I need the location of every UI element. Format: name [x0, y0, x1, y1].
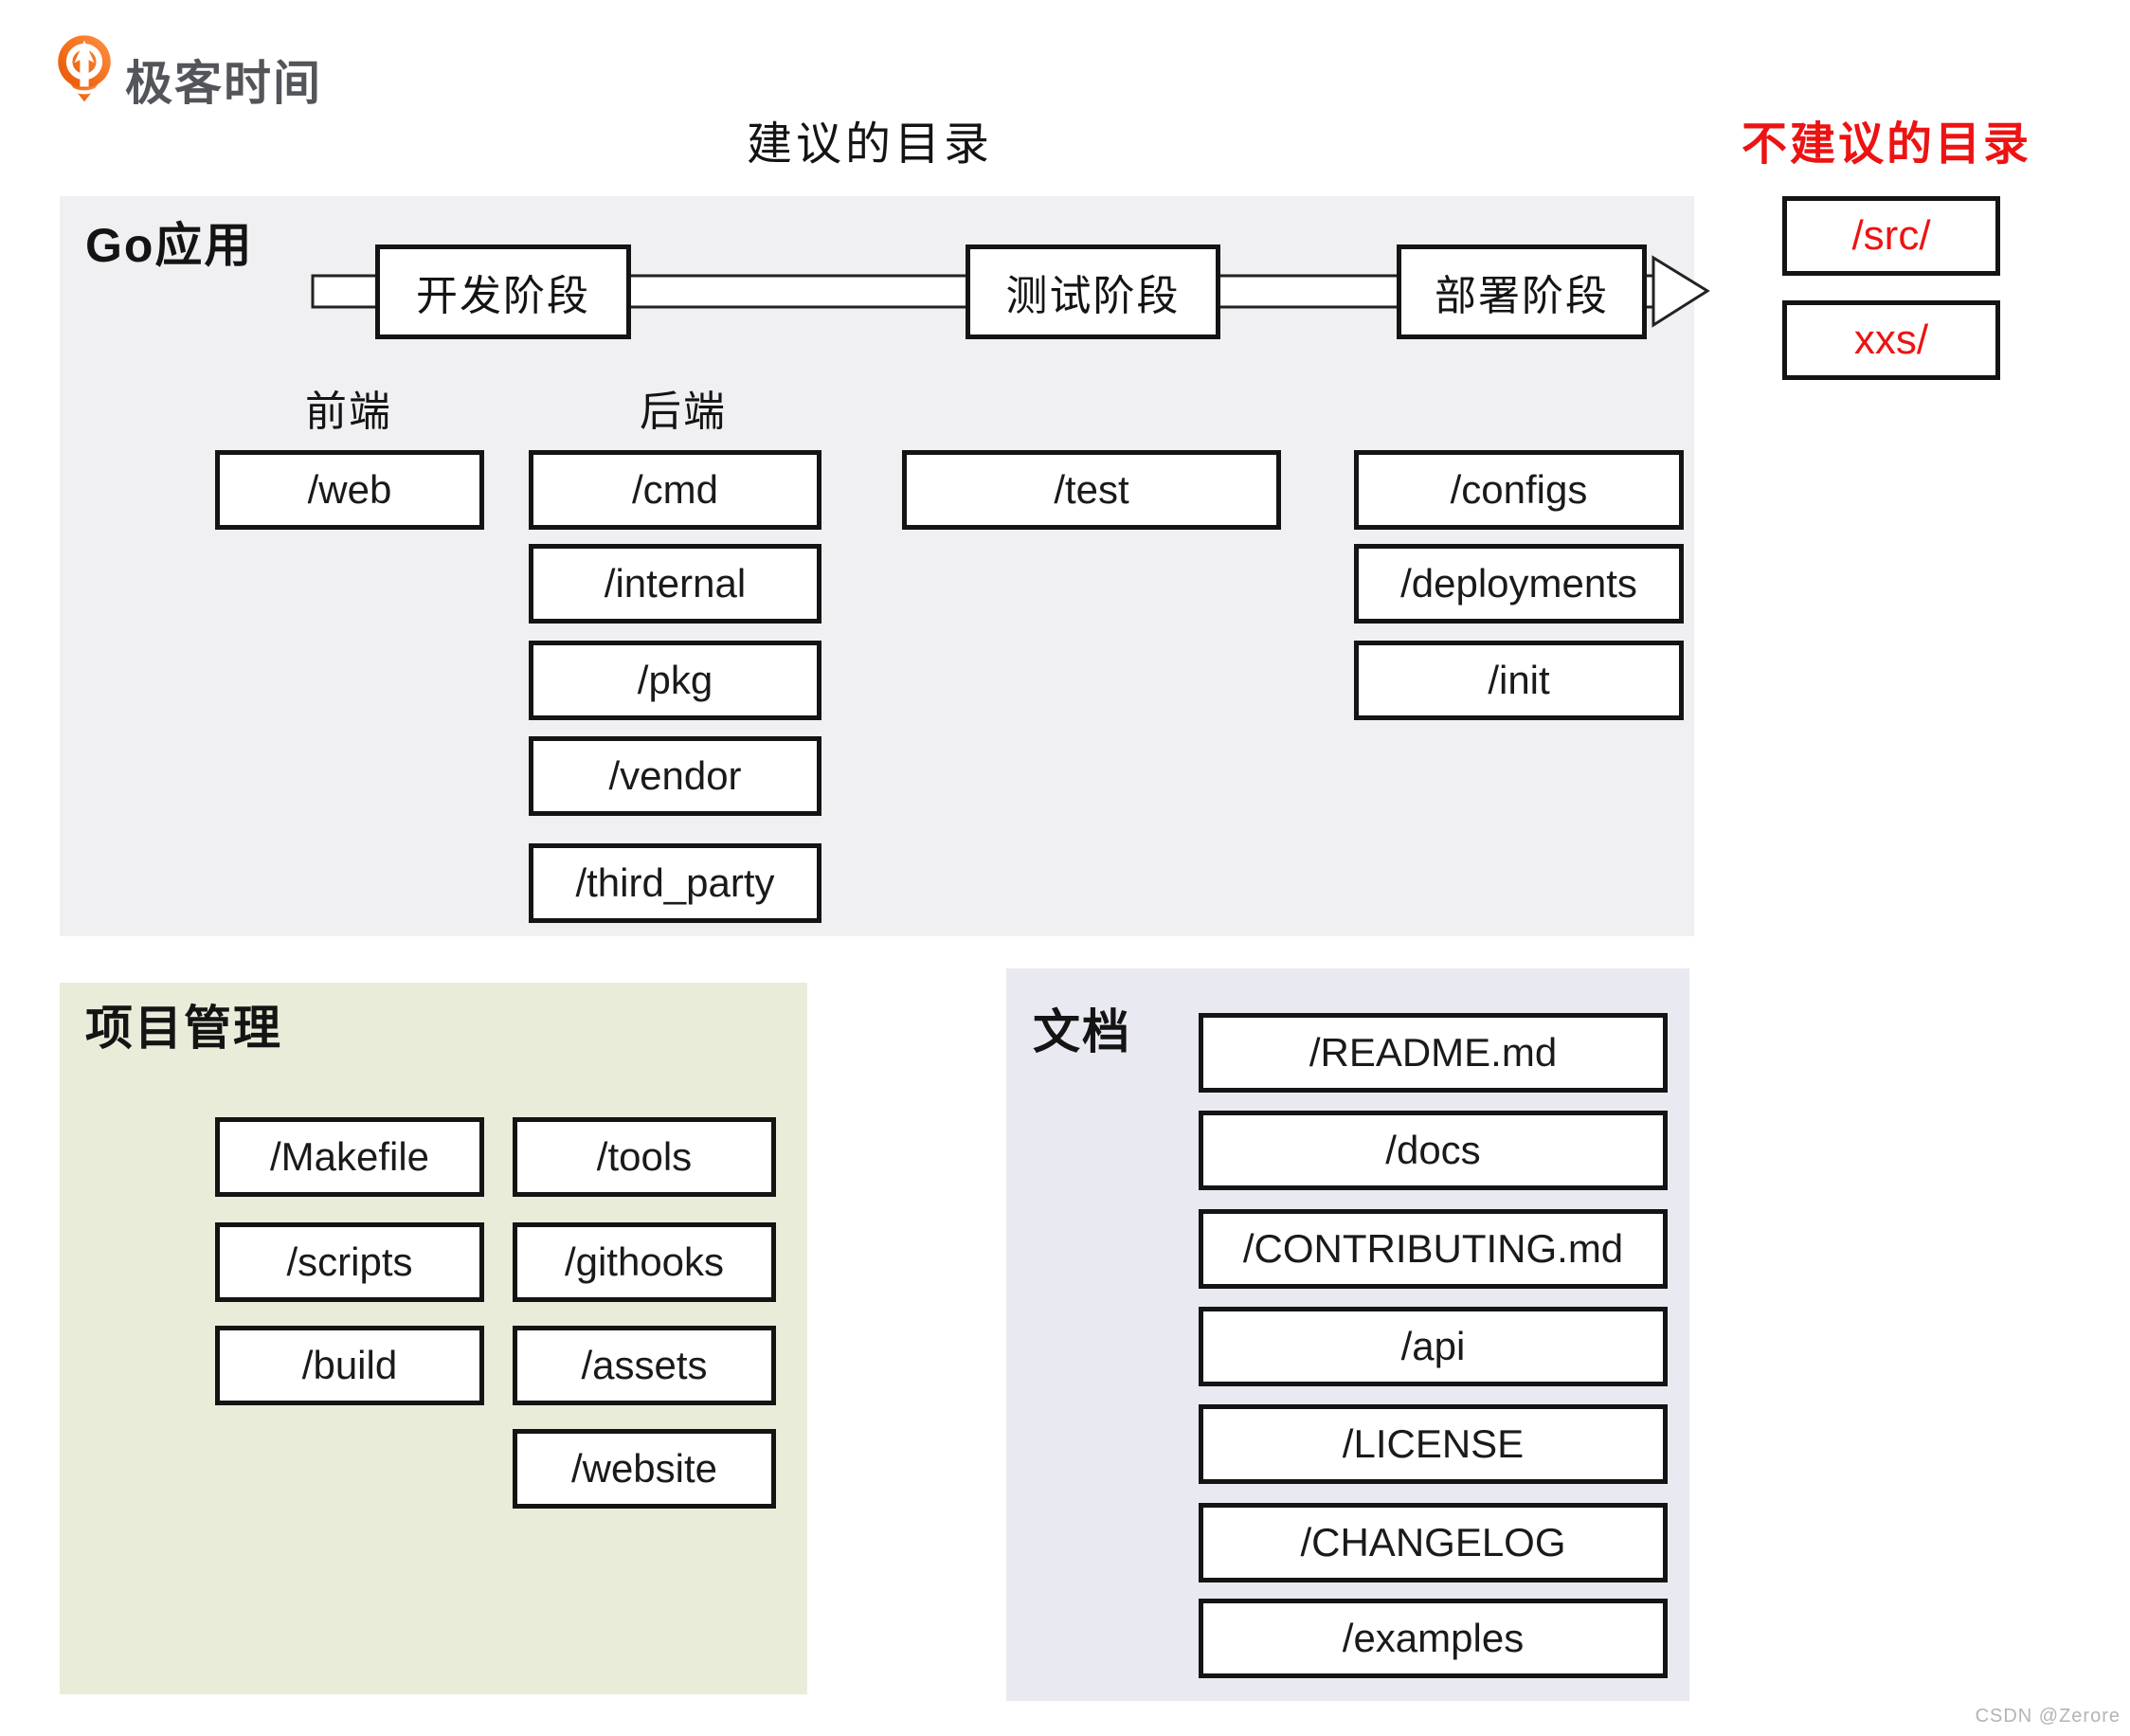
watermark: CSDN @Zerore	[1975, 1706, 2121, 1727]
dir-box-contributing: /CONTRIBUTING.md	[1199, 1209, 1668, 1289]
dir-box-web: /web	[215, 450, 484, 530]
phase-box-development: 开发阶段	[375, 244, 631, 339]
dir-box-makefile: /Makefile	[215, 1117, 484, 1197]
backend-label: 后端	[640, 389, 727, 435]
dir-box-cmd: /cmd	[529, 450, 821, 530]
dir-box-test: /test	[902, 450, 1281, 530]
dir-box-changelog: /CHANGELOG	[1199, 1503, 1668, 1582]
go-app-title: Go应用	[85, 219, 254, 272]
dir-box-deployments: /deployments	[1354, 544, 1684, 624]
brand-logo	[53, 34, 116, 104]
dir-box-scripts: /scripts	[215, 1222, 484, 1302]
project-management-title: 项目管理	[85, 1002, 282, 1055]
documentation-title: 文档	[1033, 1005, 1131, 1058]
not-recommended-title: 不建议的目录	[1742, 119, 2032, 170]
dir-box-examples: /examples	[1199, 1599, 1668, 1678]
dir-box-xxs: xxs/	[1782, 300, 2000, 380]
phase-box-deployment: 部署阶段	[1397, 244, 1647, 339]
dir-box-vendor: /vendor	[529, 736, 821, 816]
frontend-label: 前端	[305, 389, 392, 435]
dir-box-init: /init	[1354, 641, 1684, 720]
dir-box-githooks: /githooks	[513, 1222, 776, 1302]
dir-box-license: /LICENSE	[1199, 1404, 1668, 1484]
dir-box-pkg: /pkg	[529, 641, 821, 720]
phase-box-testing: 测试阶段	[966, 244, 1220, 339]
dir-box-build: /build	[215, 1326, 484, 1405]
recommended-title: 建议的目录	[747, 119, 994, 170]
geektime-pin-icon	[58, 35, 111, 102]
dir-box-api: /api	[1199, 1307, 1668, 1386]
dir-box-assets: /assets	[513, 1326, 776, 1405]
dir-box-configs: /configs	[1354, 450, 1684, 530]
dir-box-src: /src/	[1782, 196, 2000, 276]
dir-box-internal: /internal	[529, 544, 821, 624]
dir-box-third-party: /third_party	[529, 843, 821, 923]
dir-box-website: /website	[513, 1429, 776, 1509]
dir-box-tools: /tools	[513, 1117, 776, 1197]
dir-box-docs: /docs	[1199, 1111, 1668, 1190]
brand-name: 极客时间	[125, 57, 322, 110]
dir-box-readme: /README.md	[1199, 1013, 1668, 1093]
